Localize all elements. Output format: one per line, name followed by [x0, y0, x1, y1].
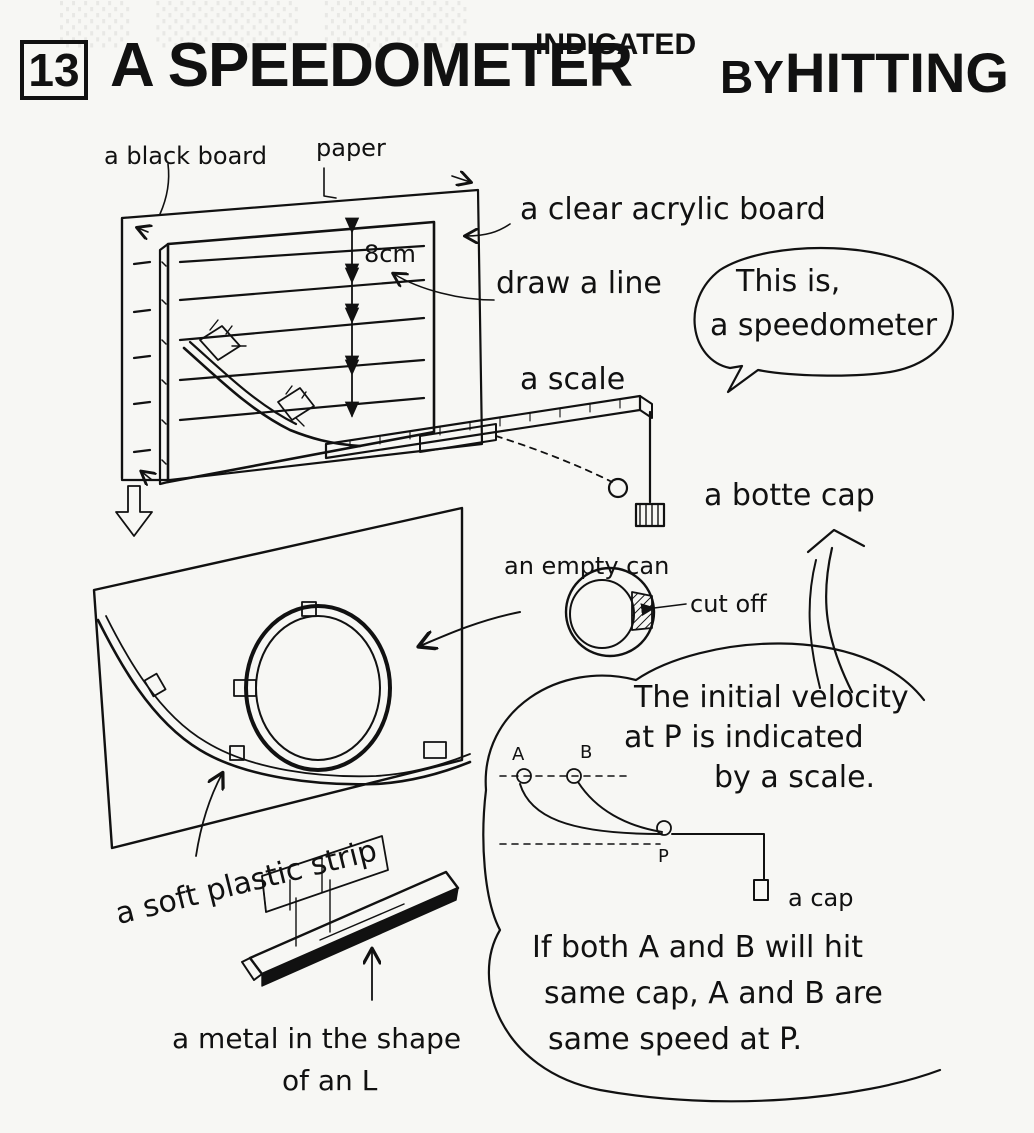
bleed-through-text: ░░░ ░░░░░░ ░░░░░░: [60, 2, 470, 48]
label-metal-line2: of an L: [282, 1064, 378, 1097]
note-line2: at P is indicated: [624, 720, 864, 755]
point-a-label: A: [512, 744, 525, 765]
label-bottle-cap: a botte cap: [704, 478, 875, 513]
section-number: 13: [20, 40, 88, 100]
label-draw-line: draw a line: [496, 266, 662, 301]
label-metal-line1: a metal in the shape: [172, 1022, 462, 1055]
conclusion-line3: same speed at P.: [548, 1022, 803, 1057]
title-indicated: INDICATED: [535, 28, 697, 61]
label-distance: 8cm: [364, 240, 416, 268]
bubble-text-line2: a speedometer: [710, 308, 938, 343]
trajectory-diagram: [499, 768, 769, 901]
label-acrylic-board: a clear acrylic board: [520, 192, 826, 227]
loop-board-drawing: [92, 506, 521, 850]
section-number-text: 13: [28, 44, 80, 96]
speedometer-speech-bubble: [693, 246, 954, 394]
empty-can-drawing: [564, 566, 687, 658]
black-board-drawing: [120, 188, 484, 486]
note-line3: by a scale.: [714, 760, 876, 795]
label-paper: paper: [316, 134, 386, 162]
title-hitting: HITTING: [785, 41, 1009, 104]
label-cut-off: cut off: [690, 590, 767, 618]
label-black-board: a black board: [104, 142, 267, 170]
title-by: BY: [720, 51, 784, 103]
label-scale: a scale: [520, 362, 626, 397]
scale-drawing: [324, 394, 666, 528]
label-empty-can: an empty can: [504, 552, 670, 580]
page-title: A SPEEDOMETER: [110, 31, 633, 100]
label-cap: a cap: [788, 884, 854, 912]
metal-l-drawing: [241, 835, 460, 1001]
point-b-label: B: [580, 742, 593, 763]
explanation-bubble: [482, 528, 942, 1103]
note-line1: The initial velocity: [634, 680, 909, 715]
conclusion-line1: If both A and B will hit: [532, 930, 863, 965]
bubble-text-line1: This is,: [736, 264, 841, 299]
point-p-label: P: [658, 846, 669, 867]
conclusion-line2: same cap, A and B are: [544, 976, 883, 1011]
